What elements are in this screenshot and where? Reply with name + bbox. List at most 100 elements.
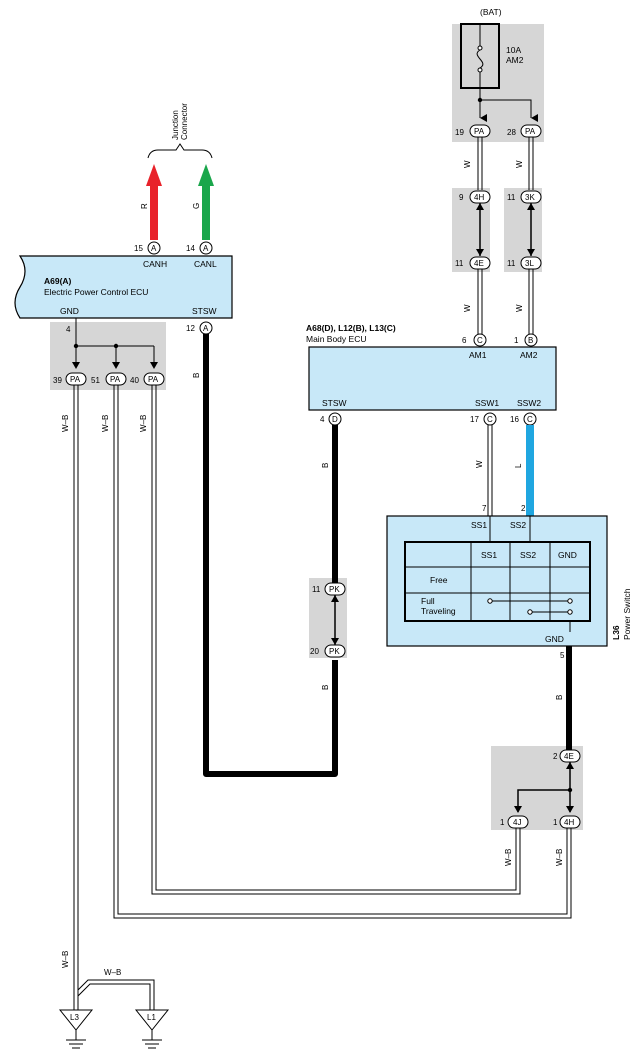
svg-text:B: B	[528, 336, 533, 345]
svg-text:3L: 3L	[525, 259, 534, 268]
eps-pin-canh: 15 A	[134, 241, 161, 255]
junction-link-pk	[331, 595, 339, 645]
wire-wb-40	[151, 385, 521, 895]
svg-text:6: 6	[462, 336, 467, 345]
eps-ecu-name: Electric Power Control ECU	[44, 287, 148, 297]
eps-pin-label-stsw: STSW	[192, 306, 217, 316]
wire-wb-39-to-l3	[73, 385, 79, 1010]
wire-label-wb-6: W–B	[504, 849, 513, 866]
svg-text:17: 17	[470, 415, 479, 424]
wire-label-w-4: W	[515, 304, 524, 312]
svg-text:40: 40	[130, 376, 139, 385]
connector-pk-20: 20 PK	[310, 644, 346, 658]
ps-pin-ss2-number: 2	[521, 504, 526, 513]
wire-wb-51	[113, 385, 572, 919]
svg-text:12: 12	[186, 324, 195, 333]
mbecu-pin-ssw1: 17 C	[470, 412, 497, 426]
wire-label-w-5: W	[475, 460, 484, 468]
main-body-ecu-code: A68(D), L12(B), L13(C)	[306, 323, 396, 333]
wire-w-am1-top	[477, 137, 483, 190]
svg-text:4: 4	[320, 415, 325, 424]
svg-text:11: 11	[312, 585, 321, 594]
svg-text:20: 20	[310, 647, 319, 656]
svg-text:16: 16	[510, 415, 519, 424]
svg-text:A: A	[203, 244, 209, 253]
wire-label-r: R	[140, 203, 149, 209]
connector-4e-11: 11 4E	[455, 256, 491, 270]
wire-label-w-1: W	[463, 160, 472, 168]
mbecu-label-ssw1: SSW1	[475, 398, 499, 408]
fuse-icon	[476, 24, 484, 88]
svg-text:11: 11	[507, 193, 516, 202]
table-header-gnd: GND	[558, 550, 577, 560]
can-low-wire	[198, 164, 214, 240]
mbecu-pin-stsw: 4 D	[320, 412, 342, 426]
connector-4e-2: 2 4E	[553, 749, 581, 763]
svg-text:A: A	[151, 244, 157, 253]
wire-label-wb-3: W–B	[139, 415, 148, 432]
table-header-ss2: SS2	[520, 550, 536, 560]
can-high-wire	[146, 164, 162, 240]
wire-label-b-1: B	[192, 373, 201, 378]
wire-label-b-2: B	[321, 463, 330, 468]
svg-text:C: C	[477, 336, 483, 345]
wire-w-am1	[477, 269, 483, 334]
wire-w-ssw1	[487, 425, 493, 516]
svg-text:4H: 4H	[474, 193, 484, 202]
eps-ecu-code: A69(A)	[44, 276, 72, 286]
mbecu-pin-ssw2: 16 C	[510, 412, 537, 426]
svg-text:4J: 4J	[513, 818, 521, 827]
main-body-ecu-name: Main Body ECU	[306, 334, 366, 344]
svg-text:1: 1	[500, 818, 505, 827]
svg-text:14: 14	[186, 244, 195, 253]
eps-pin-label-canh: CANH	[143, 259, 167, 269]
mbecu-label-ssw2: SSW2	[517, 398, 541, 408]
svg-text:19: 19	[455, 128, 464, 137]
mbecu-label-am2: AM2	[520, 350, 538, 360]
ps-label-ss2: SS2	[510, 520, 526, 530]
svg-text:1: 1	[514, 336, 519, 345]
connector-4h-1: 1 4H	[553, 815, 581, 829]
connector-pa-28: 28 PA	[507, 124, 542, 138]
svg-text:3K: 3K	[525, 193, 535, 202]
svg-text:PK: PK	[329, 647, 340, 656]
wire-label-b-4: B	[555, 695, 564, 700]
eps-pin-stsw: 12 A	[186, 321, 213, 335]
svg-text:D: D	[332, 415, 338, 424]
eps-pin-canl: 14 A	[186, 241, 213, 255]
connector-pk-11: 11 PK	[312, 582, 346, 596]
table-header-ss1: SS1	[481, 550, 497, 560]
mbecu-pin-am1: 6 C	[462, 333, 487, 347]
svg-text:4E: 4E	[564, 752, 574, 761]
wire-label-wb-2: W–B	[101, 415, 110, 432]
svg-text:C: C	[527, 415, 533, 424]
fuse-rating: 10A	[506, 45, 521, 55]
connector-3l-11: 11 3L	[507, 256, 542, 270]
junction-connector-brace	[147, 143, 213, 159]
ps-label-ss1: SS1	[471, 520, 487, 530]
connector-pa-40: 40 PA	[130, 372, 165, 386]
wire-label-wb-4: W–B	[61, 951, 70, 968]
wire-w-am2	[528, 269, 534, 334]
svg-text:11: 11	[455, 259, 464, 268]
power-switch-table: SS1 SS2 GND Free Full Traveling	[404, 541, 591, 632]
svg-text:L1: L1	[147, 1013, 156, 1022]
main-body-ecu-box	[308, 346, 557, 411]
ground-l1: L1	[134, 1009, 170, 1049]
svg-text:C: C	[487, 415, 493, 424]
svg-text:PA: PA	[70, 375, 81, 384]
connector-4j-1: 1 4J	[500, 815, 529, 829]
svg-text:PA: PA	[474, 127, 485, 136]
ps-label-gnd: GND	[545, 634, 564, 644]
junction-connector-label-1: Junction	[171, 110, 180, 140]
svg-text:PA: PA	[110, 375, 121, 384]
eps-pin-label-canl: CANL	[194, 259, 217, 269]
mbecu-label-stsw: STSW	[322, 398, 347, 408]
wire-label-wb-7: W–B	[555, 849, 564, 866]
junction-4e-split	[514, 762, 574, 813]
eps-pin-label-gnd: GND	[60, 306, 79, 316]
wire-l-ssw2	[526, 425, 534, 516]
table-row-full-1: Full	[421, 596, 435, 606]
power-switch-name: Power Switch	[622, 588, 632, 640]
junction-link-3k-3l	[527, 203, 535, 256]
